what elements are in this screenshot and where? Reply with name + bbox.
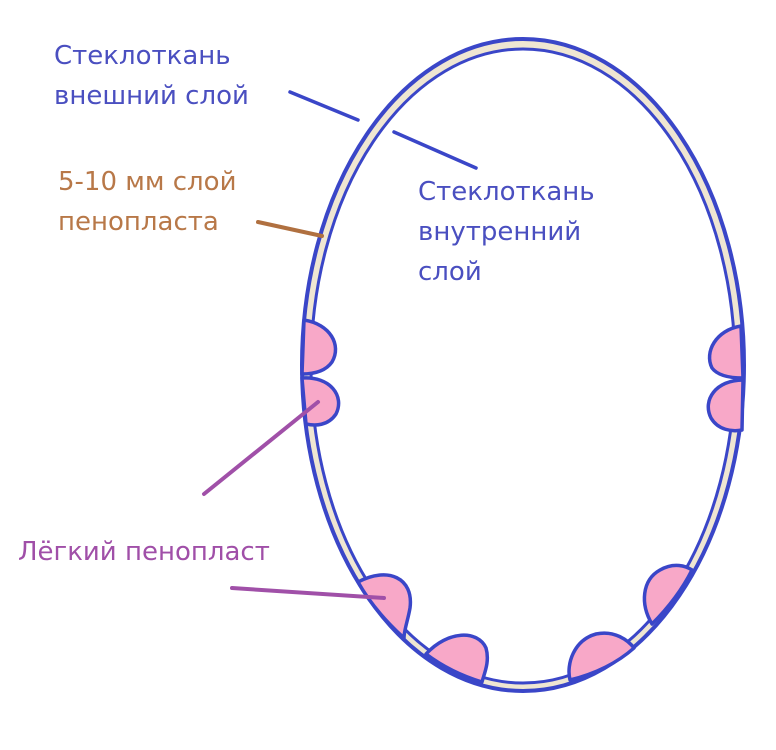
light-foam-block	[567, 631, 636, 682]
pointer-foam-layer	[256, 220, 324, 238]
light-foam-block	[707, 324, 745, 380]
light-foam-block	[300, 376, 341, 427]
label-outer-line-1: Стеклоткань	[54, 41, 231, 71]
label-inner-line-3: слой	[418, 257, 482, 287]
light-foam-block	[706, 378, 745, 433]
label-inner-fiberglass: Стеклоткань внутренний слой	[418, 172, 595, 292]
light-foam-block	[300, 318, 338, 376]
label-outer-line-2: внешний слой	[54, 81, 249, 111]
pointer-inner-layer	[392, 130, 478, 170]
label-inner-line-2: внутренний	[418, 217, 582, 247]
pointer-light-foam-upper	[202, 400, 320, 496]
pointer-lines	[202, 90, 478, 600]
label-foam-layer: 5-10 мм слой пенопласта	[58, 162, 236, 242]
light-foam-block	[356, 573, 413, 640]
light-foam-block	[642, 563, 694, 626]
pointer-light-foam-lower	[230, 586, 386, 600]
light-foam-block	[424, 633, 490, 684]
light-foam-blocks	[300, 318, 745, 684]
pointer-outer-layer	[288, 90, 360, 122]
label-light-foam: Лёгкий пенопласт	[18, 532, 270, 572]
label-foam-line-1: 5-10 мм слой	[58, 167, 237, 197]
label-inner-line-1: Стеклоткань	[418, 177, 595, 207]
label-light-foam-text: Лёгкий пенопласт	[18, 537, 270, 567]
label-outer-fiberglass: Стеклоткань внешний слой	[54, 36, 249, 116]
label-foam-line-2: пенопласта	[58, 207, 219, 237]
